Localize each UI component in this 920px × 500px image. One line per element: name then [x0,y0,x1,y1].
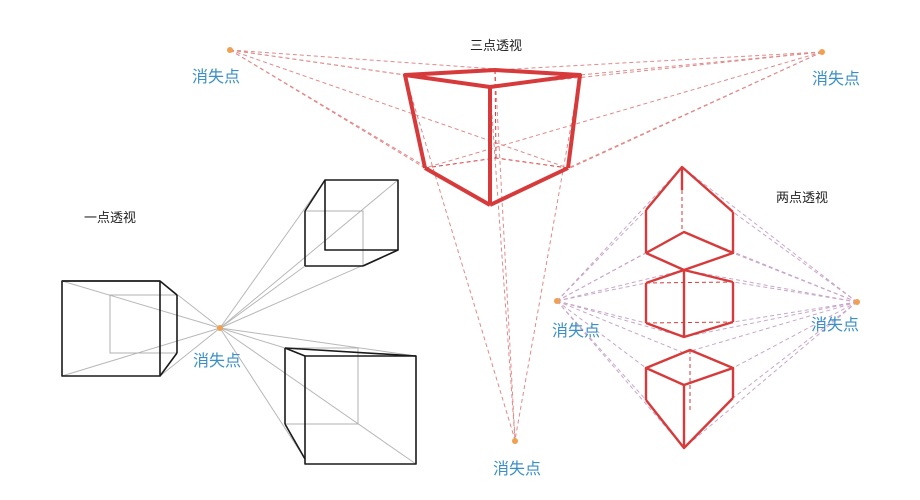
three-point-guides-right [404,51,823,206]
one-point-vp-marker [217,325,223,331]
vp-label-top-right: 消失点 [812,69,860,88]
three-point-title: 三点透视 [470,39,522,54]
one-point-cube-bottom [284,347,417,465]
two-point-guides [556,166,858,449]
two-point-cube-top [644,165,735,272]
three-point-cube [403,68,582,207]
two-point-vp-right-marker [854,299,860,305]
vp-label-two-point-left: 消失点 [552,321,600,340]
three-point-vp-left-marker [227,47,233,53]
one-point-perspective: 一点透视 [61,179,417,465]
vp-label-two-point-right: 消失点 [811,315,859,334]
two-point-cube-middle [644,268,735,339]
two-point-vp-left-marker [554,298,560,304]
one-point-cube-left [61,280,178,377]
vp-label-one-point: 消失点 [193,351,241,370]
one-point-title: 一点透视 [84,211,136,226]
two-point-cube-bottom [644,348,735,450]
two-point-perspective: 两点透视 [552,165,860,450]
three-point-vp-bottom-marker [512,438,518,444]
one-point-cube-top [304,179,399,267]
two-point-title: 两点透视 [776,191,828,206]
vp-label-top-left: 消失点 [192,67,240,86]
three-point-vp-right-marker [819,49,825,55]
vp-label-bottom: 消失点 [493,459,541,478]
three-point-perspective: 三点透视 [192,39,860,478]
three-point-guides-bottom [404,69,581,441]
